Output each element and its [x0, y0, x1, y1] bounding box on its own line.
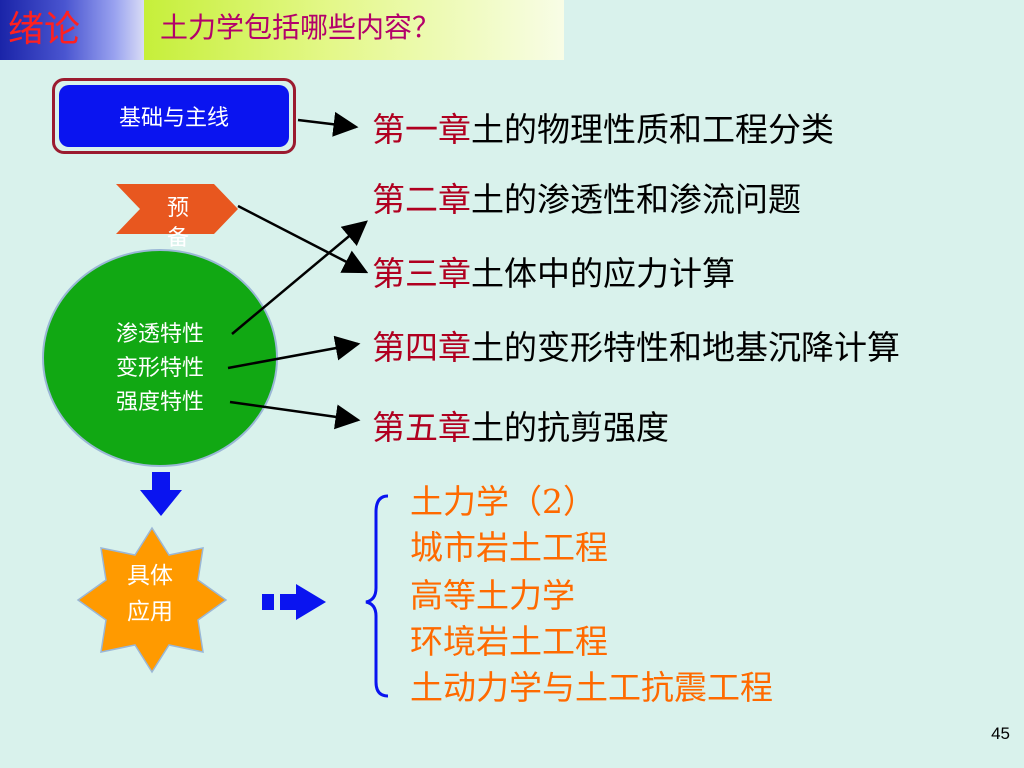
application-star	[76, 526, 228, 674]
question-title-box	[144, 0, 564, 60]
course-item: 城市岩土工程	[410, 528, 608, 567]
course-item: 土力学（2）	[410, 482, 596, 521]
chapter-title: 土体中的应力计算	[471, 254, 735, 293]
connector-seepage-ch2	[231, 220, 368, 335]
chapter-title: 土的物理性质和工程分类	[471, 110, 834, 149]
prep-chevron-shape	[116, 184, 238, 234]
application-label-line2: 应用	[127, 599, 173, 625]
course-item: 环境岩土工程	[410, 622, 608, 661]
application-label: 具体 应用	[108, 558, 192, 630]
connector-deform-ch4	[227, 335, 361, 370]
chapter-4: 第四章土的变形特性和地基沉降计算	[372, 328, 900, 368]
connector-basis-ch1	[297, 111, 359, 137]
properties-list: 渗透特性 变形特性 强度特性	[80, 318, 240, 420]
chapter-number: 第三章	[372, 254, 471, 293]
chapter-5: 第五章土的抗剪强度	[372, 408, 669, 448]
application-label-line1: 具体	[127, 563, 173, 589]
chapter-2: 第二章土的渗透性和渗流问题	[372, 180, 801, 220]
prep-label: 预备	[166, 196, 189, 251]
property-strength: 强度特性	[115, 390, 204, 415]
connector-strength-ch5	[229, 400, 361, 430]
down-arrow-icon	[140, 472, 182, 516]
chapter-number: 第五章	[372, 408, 471, 447]
chapter-number: 第二章	[372, 180, 471, 219]
chapter-title: 土的抗剪强度	[471, 408, 669, 447]
chapter-title: 土的变形特性和地基沉降计算	[471, 328, 900, 367]
section-title-box	[0, 0, 144, 60]
course-item: 土动力学与土工抗震工程	[410, 668, 773, 707]
basis-label: 基础与主线	[59, 85, 289, 147]
property-deformation: 变形特性	[115, 356, 204, 381]
question-title: 土力学包括哪些内容？	[160, 11, 441, 44]
basis-box: 基础与主线	[52, 78, 296, 154]
course-brace	[365, 494, 389, 698]
chapter-number: 第四章	[372, 328, 471, 367]
course-item: 高等土力学	[410, 576, 575, 615]
chapter-3: 第三章土体中的应力计算	[372, 254, 735, 294]
chapter-number: 第一章	[372, 110, 471, 149]
chapter-title: 土的渗透性和渗流问题	[471, 180, 801, 219]
right-arrow-icon	[262, 584, 326, 620]
property-seepage: 渗透特性	[115, 322, 204, 347]
chapter-1: 第一章土的物理性质和工程分类	[372, 110, 834, 150]
section-title: 绪论	[8, 9, 81, 50]
connector-prep-ch3	[237, 204, 369, 274]
page-number: 45	[991, 724, 1010, 743]
